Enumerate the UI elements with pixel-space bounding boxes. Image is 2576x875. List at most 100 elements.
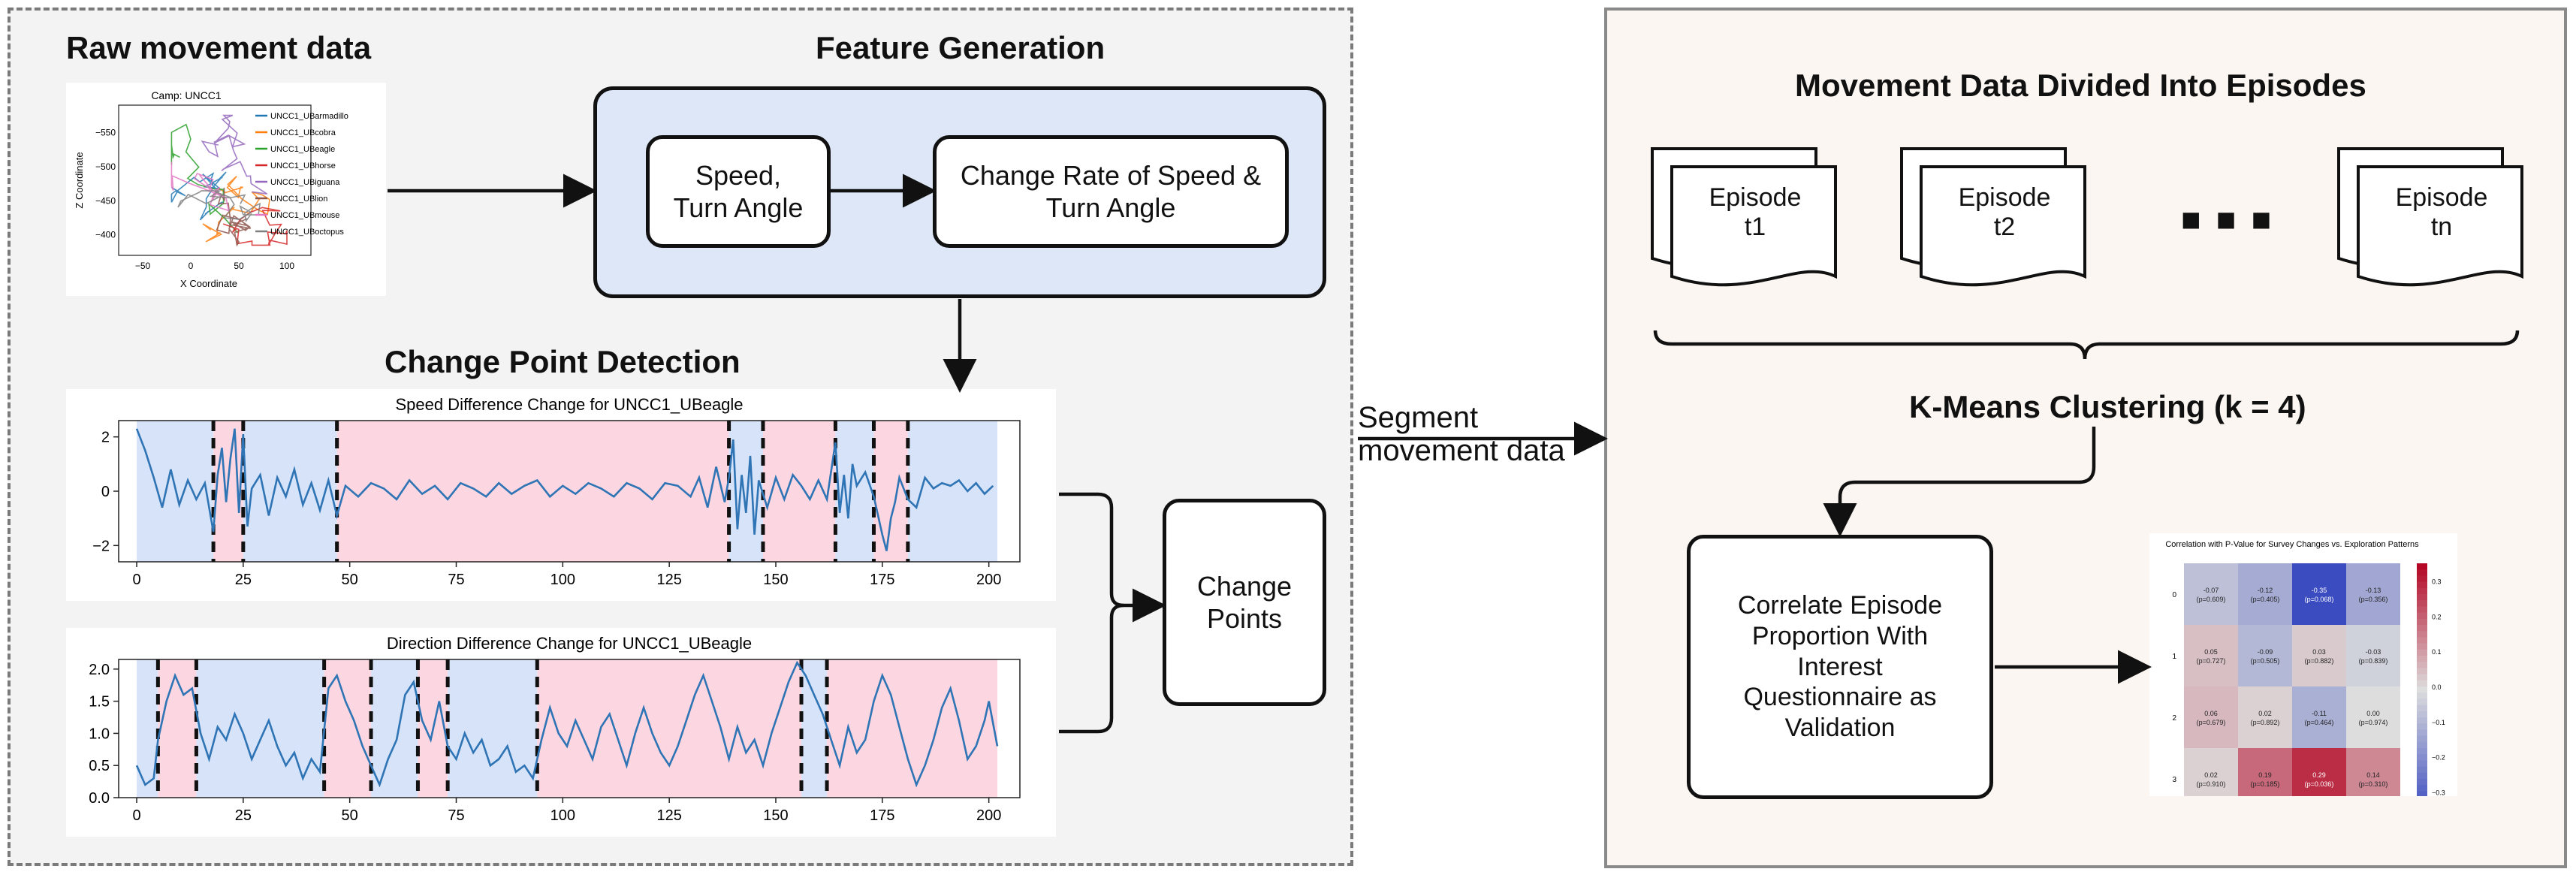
change-points-line2: Points: [1206, 603, 1283, 634]
colorbar-step: [2417, 766, 2427, 774]
legend-entry: UNCC1_UBhorse: [270, 161, 336, 170]
colorbar-step: [2417, 606, 2427, 614]
heatmap-row-label: 1: [2172, 653, 2176, 661]
correlate-line5: Validation: [1784, 714, 1896, 743]
scatter-x-tick: 100: [279, 261, 294, 271]
episode-tn-line1: Episode: [2395, 183, 2488, 212]
colorbar-step: [2417, 631, 2427, 638]
episode-t1-line1: Episode: [1709, 183, 1802, 212]
heatmap-cell: [2238, 563, 2292, 625]
heatmap-cell-label: 0.19: [2258, 771, 2272, 779]
trajectory-line: [177, 190, 261, 223]
colorbar-step: [2417, 612, 2427, 620]
colorbar-tick-label: −0.2: [2432, 754, 2445, 762]
x-tick-label: 175: [870, 572, 894, 588]
colorbar-step: [2417, 723, 2427, 731]
y-tick-label: 0.5: [89, 758, 110, 774]
heatmap-cell: [2292, 686, 2346, 748]
x-tick-label: 50: [342, 807, 358, 824]
scatter-y-tick: −500: [95, 161, 116, 172]
colorbar-step: [2417, 581, 2427, 589]
heatmap-cell-label: 0.05: [2204, 648, 2218, 656]
heatmap-cell-label: 0.14: [2366, 771, 2380, 779]
x-tick-label: 175: [870, 807, 894, 824]
colorbar-step: [2417, 575, 2427, 583]
colorbar-step: [2417, 692, 2427, 700]
legend-entry: UNCC1_UBoctopus: [270, 228, 344, 237]
heatmap-cell-label: 0.02: [2258, 710, 2272, 717]
heatmap-cell-label: (p=0.882): [2305, 657, 2334, 665]
heatmap-cell-label: 0.02: [2204, 771, 2218, 779]
colorbar-step: [2417, 643, 2427, 650]
change-rate-line1: Change Rate of Speed &: [960, 159, 1262, 191]
colorbar-step: [2417, 779, 2427, 786]
episode-t2-document: [1900, 147, 2086, 287]
scatter-x-tick: 50: [234, 261, 244, 271]
y-tick-label: 1.0: [89, 726, 110, 742]
episodes-ellipsis: ■ ■ ■: [2181, 201, 2275, 238]
heatmap-cell-label: -0.09: [2258, 648, 2273, 656]
heatmap-row-label: 2: [2172, 714, 2176, 723]
correlate-line4: Questionnaire as: [1743, 683, 1937, 712]
heatmap-cell-label: (p=0.036): [2305, 780, 2334, 788]
x-tick-label: 0: [132, 572, 140, 588]
scatter-ylabel: Z Coordinate: [74, 152, 85, 208]
heatmap-cell: [2184, 563, 2238, 625]
heatmap-cell-label: (p=0.839): [2359, 657, 2388, 665]
heatmap-cell-label: -0.12: [2258, 587, 2273, 594]
x-tick-label: 150: [763, 807, 788, 824]
segment-band: [371, 659, 418, 798]
heatmap-cell-label: -0.13: [2366, 587, 2381, 594]
legend-entry: UNCC1_UBarmadillo: [270, 112, 348, 121]
scatter-y-tick: −550: [95, 127, 116, 137]
arrow-kmeans-to-correlate: [1823, 427, 2096, 537]
change-points-line1: Change: [1196, 570, 1293, 602]
colorbar-step: [2417, 717, 2427, 725]
colorbar-step: [2417, 729, 2427, 737]
colorbar-step: [2417, 735, 2427, 743]
colorbar-step: [2417, 656, 2427, 663]
episode-tn-document: [2337, 147, 2523, 287]
segment-band: [801, 659, 828, 798]
series-line: [135, 428, 994, 551]
colorbar-step: [2417, 674, 2427, 681]
x-tick-label: 125: [656, 572, 681, 588]
colorbar-step: [2417, 668, 2427, 675]
episode-t1-line2: t1: [1744, 213, 1766, 242]
legend-entry: UNCC1_UBiguana: [270, 178, 340, 187]
episode-t1-document: [1651, 147, 1837, 287]
heatmap-cell-label: -0.07: [2203, 587, 2219, 594]
colorbar-step: [2417, 772, 2427, 780]
feature-generation-title: Feature Generation: [816, 30, 1106, 65]
colorbar-step: [2417, 791, 2427, 798]
colorbar-step: [2417, 563, 2427, 571]
heatmap-cell: [2292, 625, 2346, 686]
heatmap-cell: [2346, 625, 2400, 686]
x-tick-label: 125: [656, 807, 681, 824]
heatmap-cell-label: (p=0.310): [2359, 780, 2388, 788]
segment-label-line1: Segment: [1358, 401, 1479, 434]
colorbar-step: [2417, 662, 2427, 669]
heatmap-cell-label: -0.03: [2366, 648, 2381, 656]
colorbar-step: [2417, 741, 2427, 749]
colorbar-step: [2417, 680, 2427, 687]
trajectory-line: [170, 123, 239, 234]
correlate-line3: Interest: [1797, 652, 1883, 681]
colorbar-tick-label: −0.1: [2432, 719, 2445, 726]
colorbar-step: [2417, 748, 2427, 756]
trajectory-line: [222, 207, 288, 246]
colorbar-step: [2417, 600, 2427, 608]
y-tick-label: 2.0: [89, 662, 110, 678]
episodes-title: Movement Data Divided Into Episodes: [1795, 68, 2366, 103]
colorbar-tick-label: 0.3: [2432, 578, 2442, 585]
heatmap-cell-label: (p=0.185): [2251, 780, 2280, 788]
heatmap-cell-label: (p=0.356): [2359, 596, 2388, 603]
heatmap-cell-label: (p=0.405): [2251, 596, 2280, 603]
episode-t2-line2: t2: [1993, 213, 2016, 242]
trajectory-line: [170, 161, 230, 212]
colorbar-step: [2417, 705, 2427, 712]
heatmap-cell-label: (p=0.679): [2197, 719, 2226, 726]
colorbar-step: [2417, 569, 2427, 577]
